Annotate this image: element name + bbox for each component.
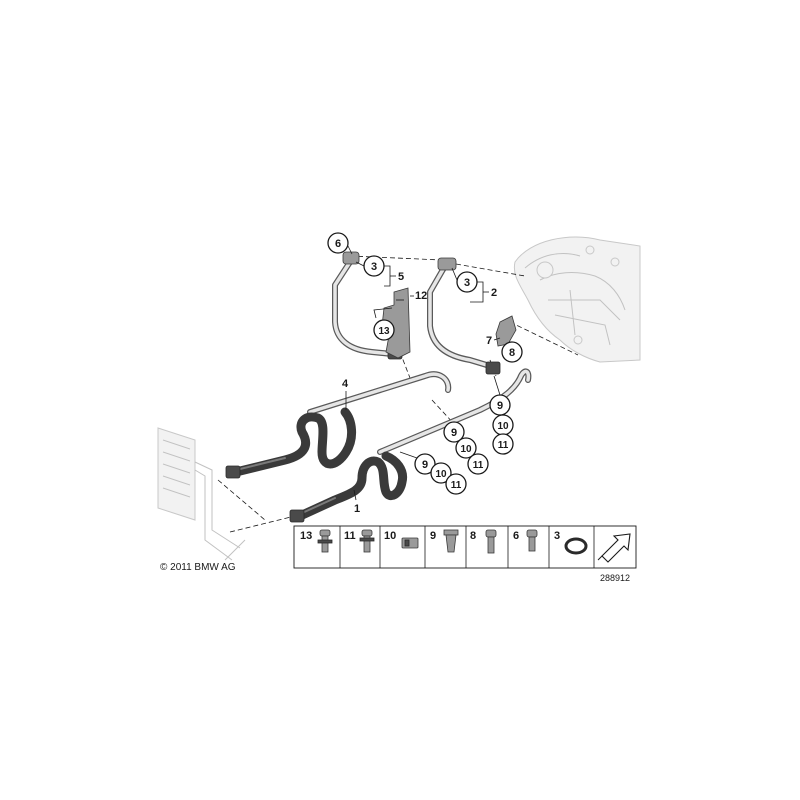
svg-text:13: 13 [300,530,312,542]
diagram-number: 288912 [600,573,630,583]
callout-7: 7 [486,335,501,347]
svg-text:12: 12 [415,290,427,302]
transmission-housing [513,236,641,363]
legend-item-10: 10 [384,530,419,549]
svg-text:8: 8 [470,530,476,542]
svg-text:9: 9 [451,427,457,439]
callout-11-right: 11 [492,433,514,455]
callout-12: 12 [410,290,427,302]
callout-2: 2 [483,287,497,299]
svg-text:9: 9 [497,400,503,412]
svg-text:7: 7 [486,335,492,347]
svg-text:6: 6 [513,530,519,542]
callout-11-left: 11 [445,473,467,495]
svg-text:8: 8 [509,347,515,359]
bracket-12 [381,287,411,359]
legend-item-6: 6 [513,529,538,552]
svg-text:1: 1 [354,503,360,515]
svg-text:6: 6 [335,238,341,250]
svg-text:10: 10 [384,530,396,542]
svg-text:11: 11 [451,480,462,491]
legend-item-8: 8 [470,529,497,554]
callout-11-middle: 11 [467,453,489,475]
legend-item-13: 13 [300,529,333,553]
callout-4: 4 [342,378,349,410]
svg-text:3: 3 [371,261,377,273]
legend-item-9: 9 [430,529,459,553]
oil-line-2 [427,257,501,375]
svg-text:11: 11 [344,530,356,542]
callout-1: 1 [353,489,360,515]
svg-text:9: 9 [422,459,428,471]
callout-13: 13 [373,307,395,341]
svg-text:3: 3 [554,530,560,542]
svg-text:5: 5 [398,271,404,283]
callout-3-upper-right: 3 [451,267,484,303]
svg-text:11: 11 [473,460,484,471]
callout-9-middle: 9 [443,421,465,443]
svg-text:2: 2 [491,287,497,299]
svg-text:9: 9 [430,530,436,542]
callout-9-left: 9 [399,451,436,475]
callout-8: 8 [501,341,523,363]
callout-5: 5 [390,271,404,283]
svg-text:13: 13 [378,326,390,337]
callout-6: 6 [327,232,353,255]
svg-text:10: 10 [435,469,447,480]
callout-10-right: 10 [492,414,514,436]
legend-item-3: 3 [554,530,588,555]
svg-text:11: 11 [498,440,509,451]
svg-text:4: 4 [342,378,349,390]
callout-10-middle: 10 [455,437,477,459]
svg-text:3: 3 [464,277,470,289]
svg-text:10: 10 [460,444,472,455]
callout-3-upper-left: 3 [355,255,391,287]
legend-item-11: 11 [344,529,375,553]
oil-cooler [157,427,246,561]
svg-text:10: 10 [497,421,509,432]
copyright-text: © 2011 BMW AG [160,562,236,573]
oil-line-4 [225,371,452,479]
parts-legend: 13 11 10 9 8 6 [293,525,637,569]
callout-10-left: 10 [430,462,452,484]
arrow-icon [597,533,631,563]
